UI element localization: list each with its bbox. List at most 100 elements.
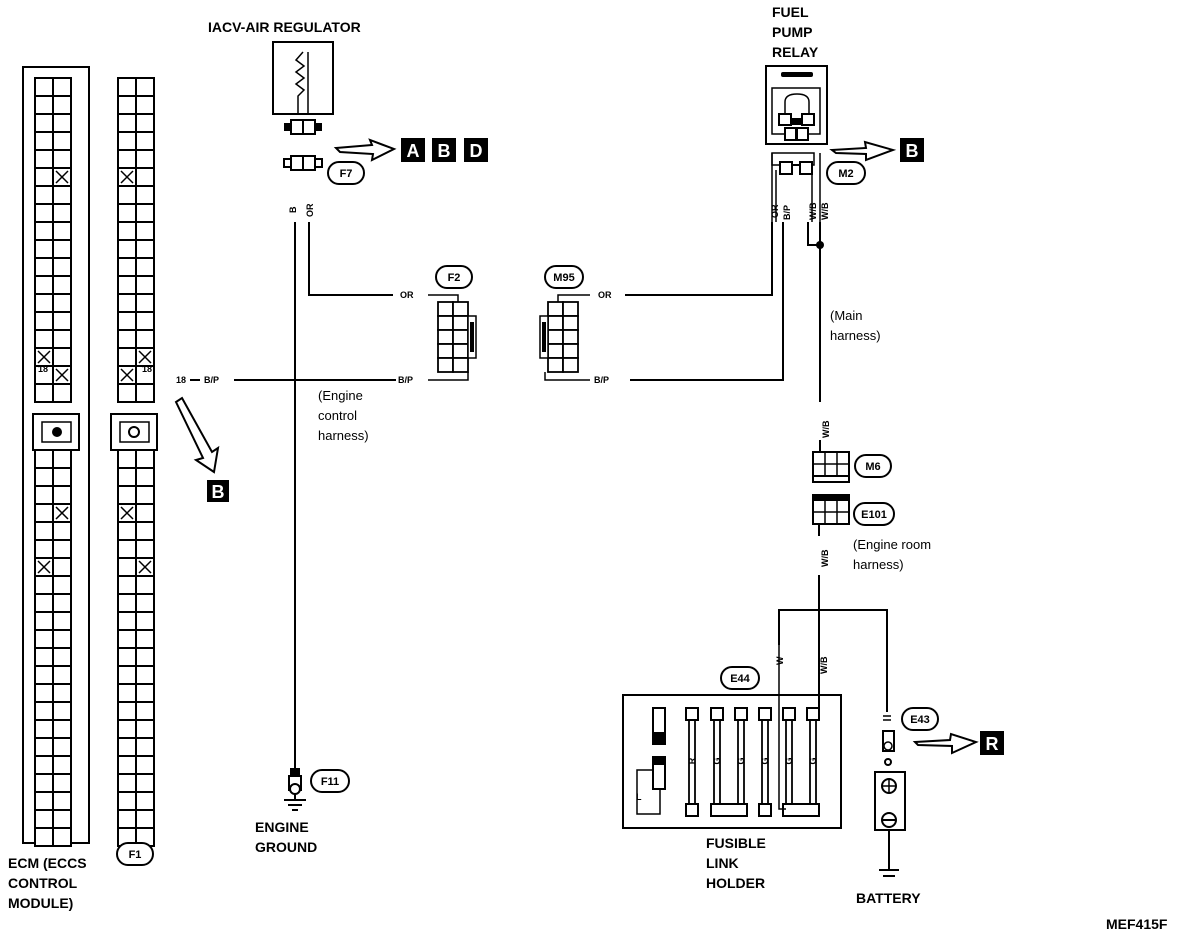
ref-arrow-relay <box>829 140 897 162</box>
ecm-terminal-cell <box>34 113 54 133</box>
f2-cavity <box>437 329 454 345</box>
ref-box-d[interactable]: D <box>464 138 488 162</box>
ecm-terminal-cell <box>52 131 72 151</box>
f1-lock-dot-open <box>128 426 140 438</box>
iacv-plug <box>284 119 322 135</box>
connector-e43-badge[interactable]: E43 <box>901 707 939 731</box>
f1-terminal-cell <box>135 665 155 685</box>
fusible-link-side-plug: L <box>636 707 666 815</box>
f1-terminal-cell <box>117 665 137 685</box>
connector-e44-badge[interactable]: E44 <box>720 666 760 690</box>
f2-cavity <box>437 301 454 317</box>
f1-pin-18: 18 <box>142 364 152 374</box>
f1-terminal-cell <box>135 467 155 487</box>
ecm-terminal-cell <box>34 95 54 115</box>
f2-cavity <box>437 343 454 359</box>
ecm-terminal-cell <box>52 701 72 721</box>
f1-terminal-cell <box>117 701 137 721</box>
f2-cavity <box>452 343 469 359</box>
f1-terminal-cell <box>135 593 155 613</box>
engine-room-harness-1: (Engine room <box>853 537 931 552</box>
ref-box-a[interactable]: A <box>401 138 425 162</box>
f2-latch-fill <box>470 322 474 352</box>
f1-terminal-cell <box>135 203 155 223</box>
f1-terminal-cell <box>135 791 155 811</box>
f1-terminal-cell <box>117 593 137 613</box>
connector-m2-badge[interactable]: M2 <box>826 161 866 185</box>
connector-f7-badge[interactable]: F7 <box>327 161 365 185</box>
f1-terminal-cell <box>135 683 155 703</box>
ref-box-r[interactable]: R <box>980 731 1004 755</box>
iacv-label: IACV-AIR REGULATOR <box>208 19 361 35</box>
m95-latch-fill <box>542 322 546 352</box>
m95-cavity <box>547 301 564 317</box>
connector-m95 <box>539 301 579 373</box>
ecm-terminal-cell <box>34 449 54 469</box>
f1-unused-pin-mark <box>120 170 134 184</box>
ecm-terminal-cell <box>34 329 54 349</box>
ecm-terminal-cell <box>52 239 72 259</box>
ecm-terminal-cell <box>52 485 72 505</box>
ecm-terminal-cell <box>34 275 54 295</box>
f2-cavity <box>452 357 469 373</box>
ecm-terminal-cell <box>52 467 72 487</box>
f1-terminal-cell <box>117 131 137 151</box>
ecm-terminal-cell <box>34 665 54 685</box>
connector-f1-badge[interactable]: F1 <box>116 842 154 866</box>
f1-terminal-cell <box>117 449 137 469</box>
ecm-terminal-cell <box>34 539 54 559</box>
connector-f2-badge[interactable]: F2 <box>435 265 473 289</box>
ref-box-b-ecm[interactable]: B <box>207 480 229 502</box>
ecm-terminal-cell <box>34 131 54 151</box>
ref-arrow-iacv <box>333 138 397 162</box>
ecm-unused-pin-mark <box>55 368 69 382</box>
relay-wire-wb-1: W/B <box>808 202 818 220</box>
engine-control-harness-2: control <box>318 408 357 423</box>
ecm-terminal-cell <box>52 221 72 241</box>
wire-or-to-f2 <box>308 222 393 296</box>
ecm-unused-pin-mark <box>37 560 51 574</box>
ecm-module: 18 18 <box>22 66 158 847</box>
ecm-terminal-cell <box>52 257 72 277</box>
ecm-terminal-cell <box>52 95 72 115</box>
connector-m95-badge[interactable]: M95 <box>544 265 584 289</box>
ecm-terminal-cell <box>34 809 54 829</box>
fuse-bottom-terminal <box>758 803 772 817</box>
ecm-terminal-cell <box>52 773 72 793</box>
ref-arrow-b-ecm <box>174 396 220 474</box>
m95-cavity <box>562 343 579 359</box>
fuse-top-terminal <box>782 707 796 721</box>
svg-text:B: B <box>212 482 225 502</box>
engine-control-harness-1: (Engine <box>318 388 363 403</box>
battery-label: BATTERY <box>856 890 921 906</box>
f1-terminal-cell <box>117 77 137 97</box>
f1-terminal-cell <box>117 629 137 649</box>
f1-terminal-cell <box>117 95 137 115</box>
ref-box-b-relay[interactable]: B <box>900 138 924 162</box>
connector-e101-badge[interactable]: E101 <box>853 502 895 526</box>
ecm-terminal-cell <box>34 257 54 277</box>
ecm-terminal-cell <box>52 611 72 631</box>
f1-terminal-cell <box>117 809 137 829</box>
ecm-terminal-cell <box>34 773 54 793</box>
f1-terminal-cell <box>135 383 155 403</box>
m95-cavity <box>547 343 564 359</box>
ecm-terminal-cell <box>52 629 72 649</box>
connector-m6-badge[interactable]: M6 <box>854 454 892 478</box>
fuse-bottom-bus <box>782 803 820 817</box>
iacv-heater-coil <box>294 51 306 114</box>
connector-f7-plug <box>283 155 323 171</box>
ref-box-b-iacv[interactable]: B <box>432 138 456 162</box>
f1-terminal-cell <box>117 485 137 505</box>
ecm-terminal-cell <box>52 149 72 169</box>
ecm-terminal-cell <box>34 239 54 259</box>
ecm-terminal-cell <box>34 293 54 313</box>
ecm-lock-inner <box>41 421 72 443</box>
connector-f11-badge[interactable]: F11 <box>310 769 350 793</box>
f1-terminal-cell <box>135 95 155 115</box>
fuse-bottom-bus <box>710 803 748 817</box>
f1-terminal-cell <box>117 575 137 595</box>
ecm-terminal-cell <box>34 683 54 703</box>
m95-cavity <box>562 315 579 331</box>
